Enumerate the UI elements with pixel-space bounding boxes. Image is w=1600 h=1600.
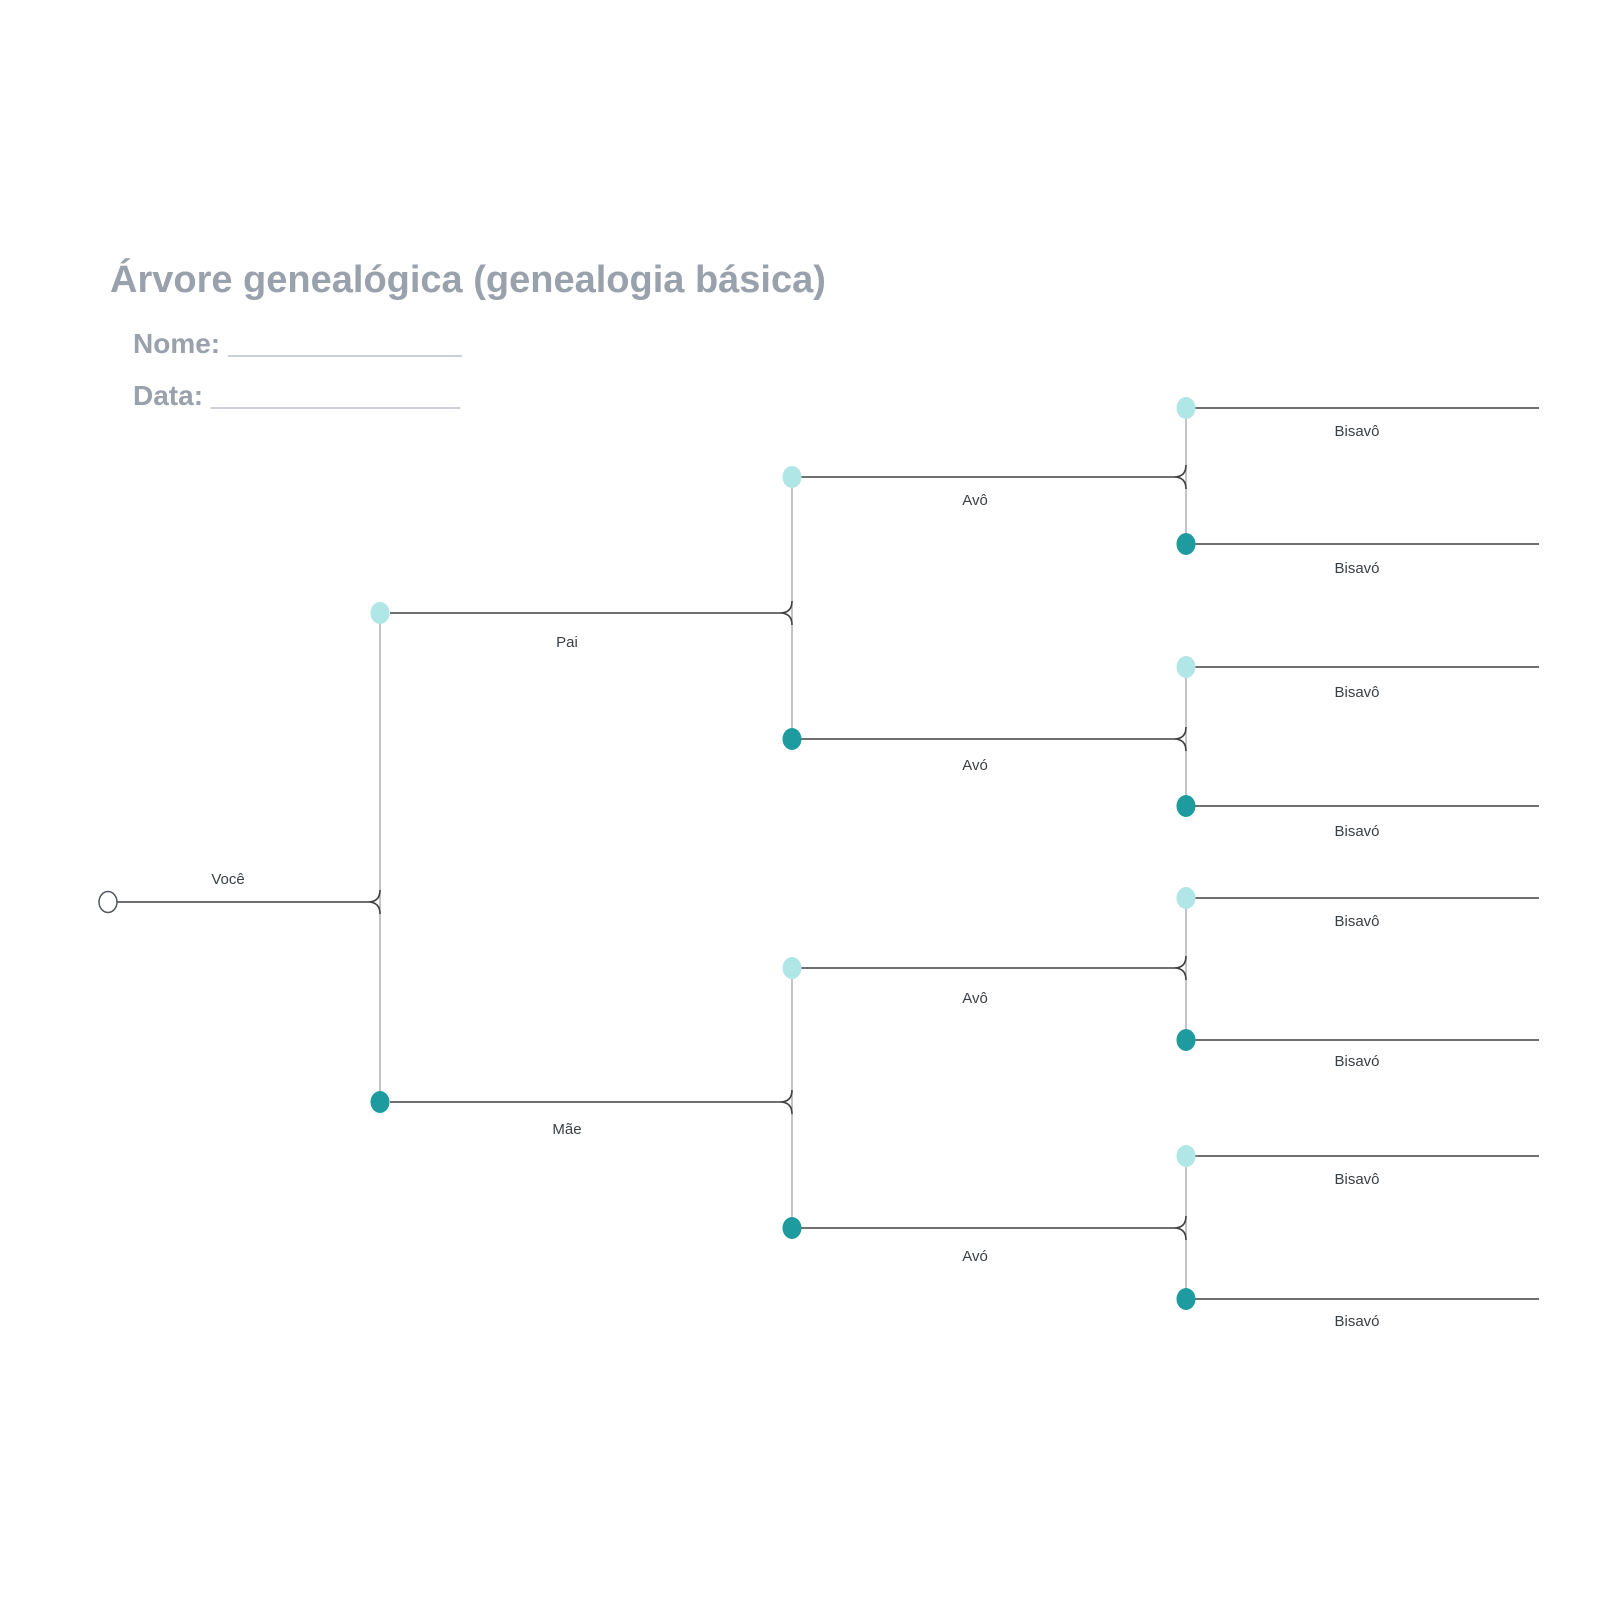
you-node-circle[interactable] (98, 890, 118, 914)
father-label: Pai (556, 634, 578, 651)
great-grandmother-2-node-dot[interactable] (1176, 795, 1196, 817)
great-grandmother-3-node-dot[interactable] (1176, 1029, 1196, 1051)
great-grandmother-3-label: Bisavó (1334, 1053, 1380, 1070)
name-blank-line: _______________ (228, 328, 462, 359)
mother-label: Mãe (552, 1121, 582, 1138)
grandfather-maternal-node-dot[interactable] (782, 957, 802, 979)
junction-greatgrandparents-4 (1173, 1215, 1187, 1241)
date-form-row: Data:________________ (133, 382, 460, 410)
great-grandmother-4-label: Bisavó (1334, 1313, 1380, 1330)
you-label: Você (211, 871, 245, 888)
great-grandfather-4-label: Bisavô (1334, 1171, 1380, 1188)
junction-greatgrandparents-3 (1173, 955, 1187, 981)
great-grandfather-3-label: Bisavô (1334, 913, 1380, 930)
great-grandfather-3-node-dot[interactable] (1176, 887, 1196, 909)
junction-greatgrandparents-2 (1173, 726, 1187, 752)
great-grandmother-4-node-dot[interactable] (1176, 1288, 1196, 1310)
grandmother-maternal-node-dot[interactable] (782, 1217, 802, 1239)
great-grandfather-2-node-dot[interactable] (1176, 656, 1196, 678)
father-node-dot[interactable] (370, 602, 390, 624)
great-grandfather-1-node-dot[interactable] (1176, 397, 1196, 419)
grandmother-maternal-label: Avó (962, 1248, 988, 1265)
grandfather-maternal-label: Avô (962, 990, 988, 1007)
junction-greatgrandparents-1 (1173, 464, 1187, 490)
grandmother-paternal-label: Avó (962, 757, 988, 774)
mother-node-dot[interactable] (370, 1091, 390, 1113)
great-grandmother-2-label: Bisavó (1334, 823, 1380, 840)
grandfather-paternal-node-dot[interactable] (782, 466, 802, 488)
great-grandmother-1-label: Bisavó (1334, 560, 1380, 577)
junction-grandparents-paternal (779, 600, 793, 626)
grandmother-paternal-node-dot[interactable] (782, 728, 802, 750)
junction-grandparents-maternal (779, 1089, 793, 1115)
date-label: Data: (133, 380, 204, 411)
grandfather-paternal-label: Avô (962, 492, 988, 509)
junction-parents (367, 889, 381, 915)
name-label: Nome: (133, 328, 221, 359)
great-grandfather-1-label: Bisavô (1334, 423, 1380, 440)
page-title: Árvore genealógica (genealogia básica) (110, 259, 826, 301)
great-grandfather-4-node-dot[interactable] (1176, 1145, 1196, 1167)
great-grandfather-2-label: Bisavô (1334, 684, 1380, 701)
name-form-row: Nome:_______________ (133, 330, 462, 358)
date-blank-line: ________________ (211, 380, 461, 411)
great-grandmother-1-node-dot[interactable] (1176, 533, 1196, 555)
